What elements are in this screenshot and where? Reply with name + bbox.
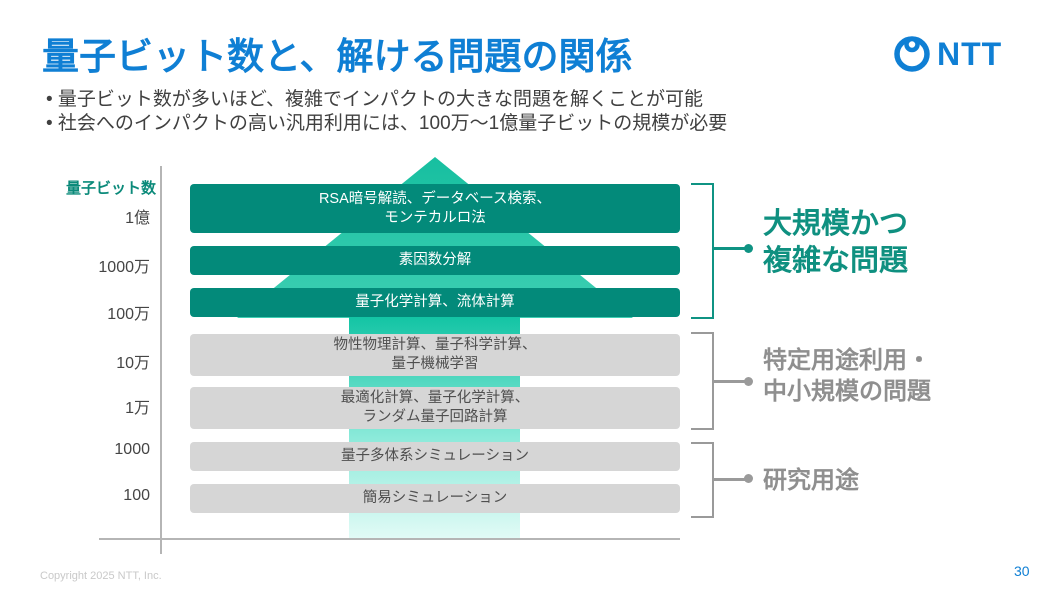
annotation-line: 中小規模の問題 [763, 378, 931, 405]
bar-label-line: 最適化計算、量子化学計算、 [340, 390, 530, 406]
tick-1000: 1000 [114, 441, 150, 458]
annotation-line: 大規模かつ [763, 208, 909, 240]
annotation-line: 複雑な問題 [763, 245, 909, 277]
bracket-research [691, 442, 714, 518]
bar-label-line: モンテカルロ法 [384, 209, 486, 226]
connector-mid-problems [713, 380, 746, 383]
bar-simple-simulation: 簡易シミュレーション [190, 484, 680, 513]
bar-label-line: RSA暗号解読、データベース検索、 [318, 190, 552, 207]
ntt-logo: NTT [891, 30, 1002, 79]
bar-rsa-cryptanalysis: RSA暗号解読、データベース検索、 モンテカルロ法 [190, 184, 680, 233]
connector-research [713, 478, 746, 481]
bar-label-line: 量子多体系シミュレーション [341, 448, 529, 464]
bracket-mid-problems [691, 332, 714, 430]
x-axis-line [99, 538, 680, 540]
connector-dot [744, 244, 753, 253]
annotation-specific-use-mid-small: 特定用途利用・ 中小規模の問題 [763, 345, 931, 407]
ntt-dynamic-loop-icon [891, 30, 933, 79]
y-axis-label: 量子ビット数 [66, 180, 157, 197]
bracket-large-problems [691, 183, 714, 319]
bar-label-line: 量子機械学習 [391, 356, 479, 372]
connector-dot [744, 377, 753, 386]
bar-prime-factorization: 素因数分解 [190, 246, 680, 275]
page-title: 量子ビット数と、解ける問題の関係 [42, 36, 633, 77]
bar-label-line: 簡易シミュレーション [362, 490, 508, 506]
page-number: 30 [1014, 563, 1030, 579]
bullet-point-2: • 社会へのインパクトの高い汎用利用には、100万〜1億量子ビットの規模が必要 [46, 113, 728, 134]
tick-100k: 10万 [116, 355, 150, 372]
bar-materials-physics: 物性物理計算、量子科学計算、 量子機械学習 [190, 334, 680, 376]
bar-quantum-chemistry: 量子化学計算、流体計算 [190, 288, 680, 317]
bar-label-line: ランダム量子回路計算 [362, 409, 508, 425]
bar-label-line: 素因数分解 [398, 252, 472, 268]
annotation-line: 研究用途 [763, 467, 859, 494]
footer-copyright: Copyright 2025 NTT, Inc. [40, 570, 162, 582]
connector-large-problems [713, 247, 746, 250]
tick-10m: 1000万 [98, 259, 150, 276]
y-axis-line [160, 166, 162, 554]
bar-label-line: 物性物理計算、量子科学計算、 [333, 337, 537, 353]
bullet-point-1: • 量子ビット数が多いほど、複雑でインパクトの大きな問題を解くことが可能 [46, 89, 703, 110]
annotation-research-use: 研究用途 [763, 465, 859, 496]
bar-label-line: 量子化学計算、流体計算 [355, 294, 515, 310]
annotation-line: 特定用途利用・ [763, 347, 931, 374]
tick-100m: 1億 [125, 210, 150, 227]
ntt-logo-text: NTT [937, 36, 1003, 72]
tick-1m: 100万 [107, 306, 150, 323]
connector-dot [744, 474, 753, 483]
tick-100: 100 [123, 487, 150, 504]
arrow-head-shape [237, 157, 633, 318]
tick-10k: 1万 [125, 400, 150, 417]
annotation-large-complex-problems: 大規模かつ 複雑な問題 [763, 206, 908, 280]
bar-manybody-simulation: 量子多体系シミュレーション [190, 442, 680, 471]
bar-optimization: 最適化計算、量子化学計算、 ランダム量子回路計算 [190, 387, 680, 429]
